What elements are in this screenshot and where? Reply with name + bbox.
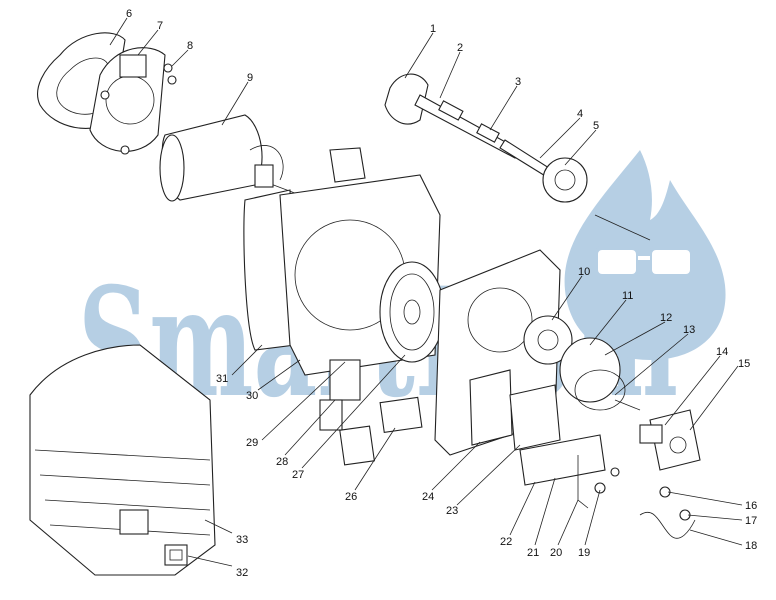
callout-14: 14 <box>716 346 728 358</box>
callout-32: 32 <box>236 567 248 579</box>
callout-7: 7 <box>157 20 163 32</box>
callout-9: 9 <box>247 72 253 84</box>
callout-33: 33 <box>236 534 248 546</box>
callout-labels: 1 2 3 4 5 6 7 8 9 10 11 12 13 14 15 16 1… <box>126 8 757 579</box>
callout-22: 22 <box>500 536 512 548</box>
callout-12: 12 <box>660 312 672 324</box>
part-22-24-control <box>469 369 606 486</box>
part-4-5-shaft-disc <box>499 139 651 241</box>
callout-27: 27 <box>292 469 304 481</box>
part-7-flange <box>89 47 166 155</box>
callout-20: 20 <box>550 547 562 559</box>
callout-18: 18 <box>745 540 757 552</box>
part-12-13-pump-motor <box>559 337 641 411</box>
callout-13: 13 <box>683 324 695 336</box>
callout-31: 31 <box>216 373 228 385</box>
part-14-15-pump <box>639 409 701 471</box>
part-30-31-housing <box>243 147 441 376</box>
callout-5: 5 <box>593 120 599 132</box>
callout-30: 30 <box>246 390 258 402</box>
callout-24: 24 <box>422 491 434 503</box>
callout-29: 29 <box>246 437 258 449</box>
part-1-3-nozzle-assembly <box>384 73 521 159</box>
part-9-motor <box>159 114 301 202</box>
leader-lines <box>109 17 743 567</box>
callout-15: 15 <box>738 358 750 370</box>
flame-drop-glasses-icon <box>564 150 726 360</box>
part-27-fan-wheel <box>379 261 445 363</box>
part-28-29-brackets <box>319 359 361 431</box>
part-8-screws <box>163 63 177 85</box>
callout-6: 6 <box>126 8 132 20</box>
callout-10: 10 <box>578 266 590 278</box>
callout-23: 23 <box>446 505 458 517</box>
callout-4: 4 <box>577 108 583 120</box>
callout-16: 16 <box>745 500 757 512</box>
callout-26: 26 <box>345 491 357 503</box>
part-32-reset-button <box>164 544 188 566</box>
callout-1: 1 <box>430 23 436 35</box>
callout-11: 11 <box>622 290 633 302</box>
callout-21: 21 <box>527 547 539 559</box>
callout-3: 3 <box>515 76 521 88</box>
callout-8: 8 <box>187 40 193 52</box>
callout-17: 17 <box>745 515 757 527</box>
part-33-cover <box>29 344 216 576</box>
callout-28: 28 <box>276 456 288 468</box>
callout-2: 2 <box>457 42 463 54</box>
part-26-relay <box>339 396 423 466</box>
callout-19: 19 <box>578 547 590 559</box>
